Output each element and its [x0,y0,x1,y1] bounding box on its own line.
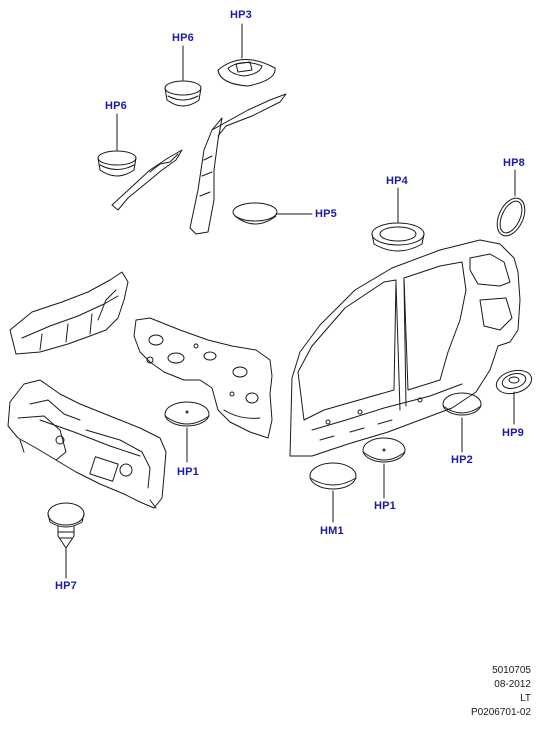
part-hp9-grommet [495,369,533,425]
part-dash-panel [133,317,273,439]
part-pillar-strips [111,93,287,235]
part-hp4-plug [371,187,425,252]
callout-hp1-center: HP1 [177,466,199,478]
callout-hp6-left: HP6 [105,100,127,112]
reference-code: 5010705 [492,665,531,676]
part-hp7-clip [47,502,85,579]
part-hp8-ring [496,169,526,237]
callout-hp5: HP5 [315,208,337,220]
part-hm1-disc [309,462,357,523]
callout-hp7: HP7 [55,580,77,592]
callout-hp1-right: HP1 [374,500,396,512]
part-front-end-carrier [7,379,167,509]
part-hp6-plug-top [164,45,202,107]
part-body-side-panel [289,239,521,457]
reference-block: 5010705 08-2012 LT P0206701-02 [471,664,531,720]
part-left-upper-structure [9,271,129,355]
part-hp6-plug-left [97,113,137,177]
part-hp1-disc-center [164,401,210,463]
callout-hp3: HP3 [230,9,252,21]
callout-hp6-top: HP6 [172,32,194,44]
callout-hp2: HP2 [451,454,473,466]
reference-date: 08-2012 [494,679,531,690]
part-hp1-disc-right [362,437,406,499]
part-hp2-disc [442,392,482,453]
callout-hp8: HP8 [503,157,525,169]
reference-id: P0206701-02 [470,707,531,718]
callout-hp4: HP4 [386,175,408,187]
callout-hm1: HM1 [320,525,344,537]
callout-hp9: HP9 [502,427,524,439]
part-hp5-pad [232,202,313,225]
part-hp3-grommet [217,23,276,87]
reference-lang: LT [520,693,531,704]
